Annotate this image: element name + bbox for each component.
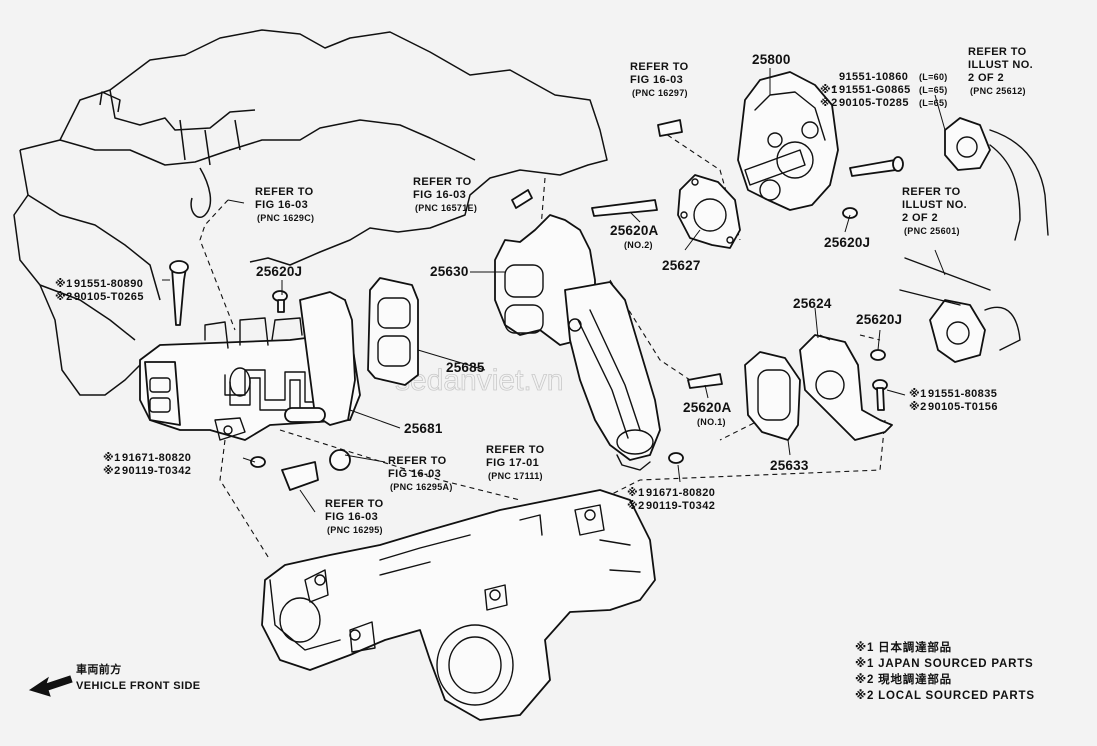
part-number-label: 25620A (610, 223, 659, 238)
reference-note: ILLUST NO. (902, 199, 967, 211)
reference-note: REFER TO (630, 61, 689, 73)
bolt-spec-mark: ※1 (627, 487, 645, 499)
legend-line-3: ※2 現地調達部品 (855, 672, 952, 686)
part-number-label: 25624 (793, 296, 832, 311)
reference-note: FIG 16-03 (630, 74, 683, 86)
reference-note: (PNC 16571E) (415, 203, 477, 213)
legend: ※1 日本調達部品 ※1 JAPAN SOURCED PARTS ※2 現地調達… (855, 640, 1035, 702)
reference-note: (PNC 16297) (632, 88, 688, 98)
direction-en: VEHICLE FRONT SIDE (76, 680, 201, 692)
egr-valve-25800 (737, 71, 839, 211)
part-number-label: 25620J (856, 312, 902, 327)
part-number-label: 25620J (256, 264, 302, 279)
bolt-part-number: 91551-10860 (839, 71, 908, 83)
reference-note: REFER TO (325, 498, 384, 510)
adapter-25630 (494, 214, 661, 471)
bolt-spec-mark: ※1 (820, 84, 838, 96)
reference-note: FIG 17-01 (486, 457, 539, 469)
bolt-length-note: (L=60) (919, 72, 948, 82)
bolt-length-note: (L=65) (919, 85, 948, 95)
engine-outline (13, 29, 608, 396)
reference-note: 2 OF 2 (902, 212, 938, 224)
legend-line-1: ※1 日本調達部品 (855, 640, 952, 654)
reference-note: REFER TO (968, 46, 1027, 58)
bolt-spec-mark: ※2 (909, 401, 927, 413)
part-number-label: (NO.2) (624, 240, 653, 250)
bolt-part-number: 91551-80835 (928, 388, 997, 400)
reference-note: REFER TO (902, 186, 961, 198)
reference-note: (PNC 25612) (970, 86, 1026, 96)
watermark: sedanviet.vn (395, 364, 563, 397)
part-number-label: 25633 (770, 458, 809, 473)
bolt-part-number: 91671-80820 (122, 452, 191, 464)
reference-note: (PNC 16295) (327, 525, 383, 535)
reference-note: ILLUST NO. (968, 59, 1033, 71)
reference-note: REFER TO (388, 455, 447, 467)
reference-note: (PNC 16295A) (390, 482, 453, 492)
bolt-part-number: 91551-G0865 (839, 84, 911, 96)
bolt-spec-mark: ※2 (103, 465, 121, 477)
bolt-part-number: 90119-T0342 (646, 500, 715, 512)
bolt-part-number: 91671-80820 (646, 487, 715, 499)
gasket-25633 (744, 351, 801, 441)
bolt-part-number: 91551-80890 (74, 278, 143, 290)
intake-manifold (261, 489, 656, 721)
egr-cooler-25681 (139, 291, 361, 441)
bolt-spec-mark: ※2 (820, 97, 838, 109)
bolt-part-number: 90105-T0156 (928, 401, 998, 413)
leader-lines (162, 68, 946, 513)
bolt-spec-mark: ※1 (103, 452, 121, 464)
part-number-label: (NO.1) (697, 417, 726, 427)
bolt-part-number: 90105-T0285 (839, 97, 909, 109)
legend-line-2: ※1 JAPAN SOURCED PARTS (855, 656, 1034, 670)
reference-note: 2 OF 2 (968, 72, 1004, 84)
part-number-label: 25627 (662, 258, 701, 273)
part-number-label: 25630 (430, 264, 469, 279)
arrow-left-icon (28, 675, 73, 697)
bolt-part-number: 90119-T0342 (122, 465, 191, 477)
reference-note: REFER TO (255, 186, 314, 198)
part-number-label: 25681 (404, 421, 443, 436)
plate-25624 (799, 334, 893, 441)
gasket-25627 (677, 174, 741, 249)
reference-note: (PNC 17111) (488, 471, 543, 481)
bolt-spec-mark: ※2 (627, 500, 645, 512)
bolt-spec-mark: ※2 (55, 291, 73, 303)
reference-note: (PNC 1629C) (257, 213, 314, 223)
vehicle-front-direction: 車両前方 VEHICLE FRONT SIDE (28, 662, 201, 697)
reference-note: REFER TO (486, 444, 545, 456)
reference-note: FIG 16-03 (255, 199, 308, 211)
reference-note: FIG 16-03 (325, 511, 378, 523)
coolant-pipes (899, 117, 1049, 363)
legend-line-4: ※2 LOCAL SOURCED PARTS (855, 688, 1035, 702)
part-number-label: 25685 (446, 360, 485, 375)
reference-note: REFER TO (413, 176, 472, 188)
fasteners (169, 119, 904, 491)
reference-note: FIG 16-03 (388, 468, 441, 480)
direction-jp: 車両前方 (76, 662, 122, 676)
bolt-part-number: 90105-T0265 (74, 291, 144, 303)
bolt-spec-mark: ※1 (55, 278, 73, 290)
bolt-spec-mark: ※1 (909, 388, 927, 400)
labels: 25800 25620J 25620J 25620J 25620A (NO.2) 25620… (55, 46, 1033, 535)
bolt-length-note: (L=65) (919, 98, 948, 108)
part-number-label: 25620A (683, 400, 732, 415)
part-number-label: 25800 (752, 52, 791, 67)
gasket-25685 (367, 277, 419, 386)
part-number-label: 25620J (824, 235, 870, 250)
reference-note: (PNC 25601) (904, 226, 960, 236)
reference-note: FIG 16-03 (413, 189, 466, 201)
